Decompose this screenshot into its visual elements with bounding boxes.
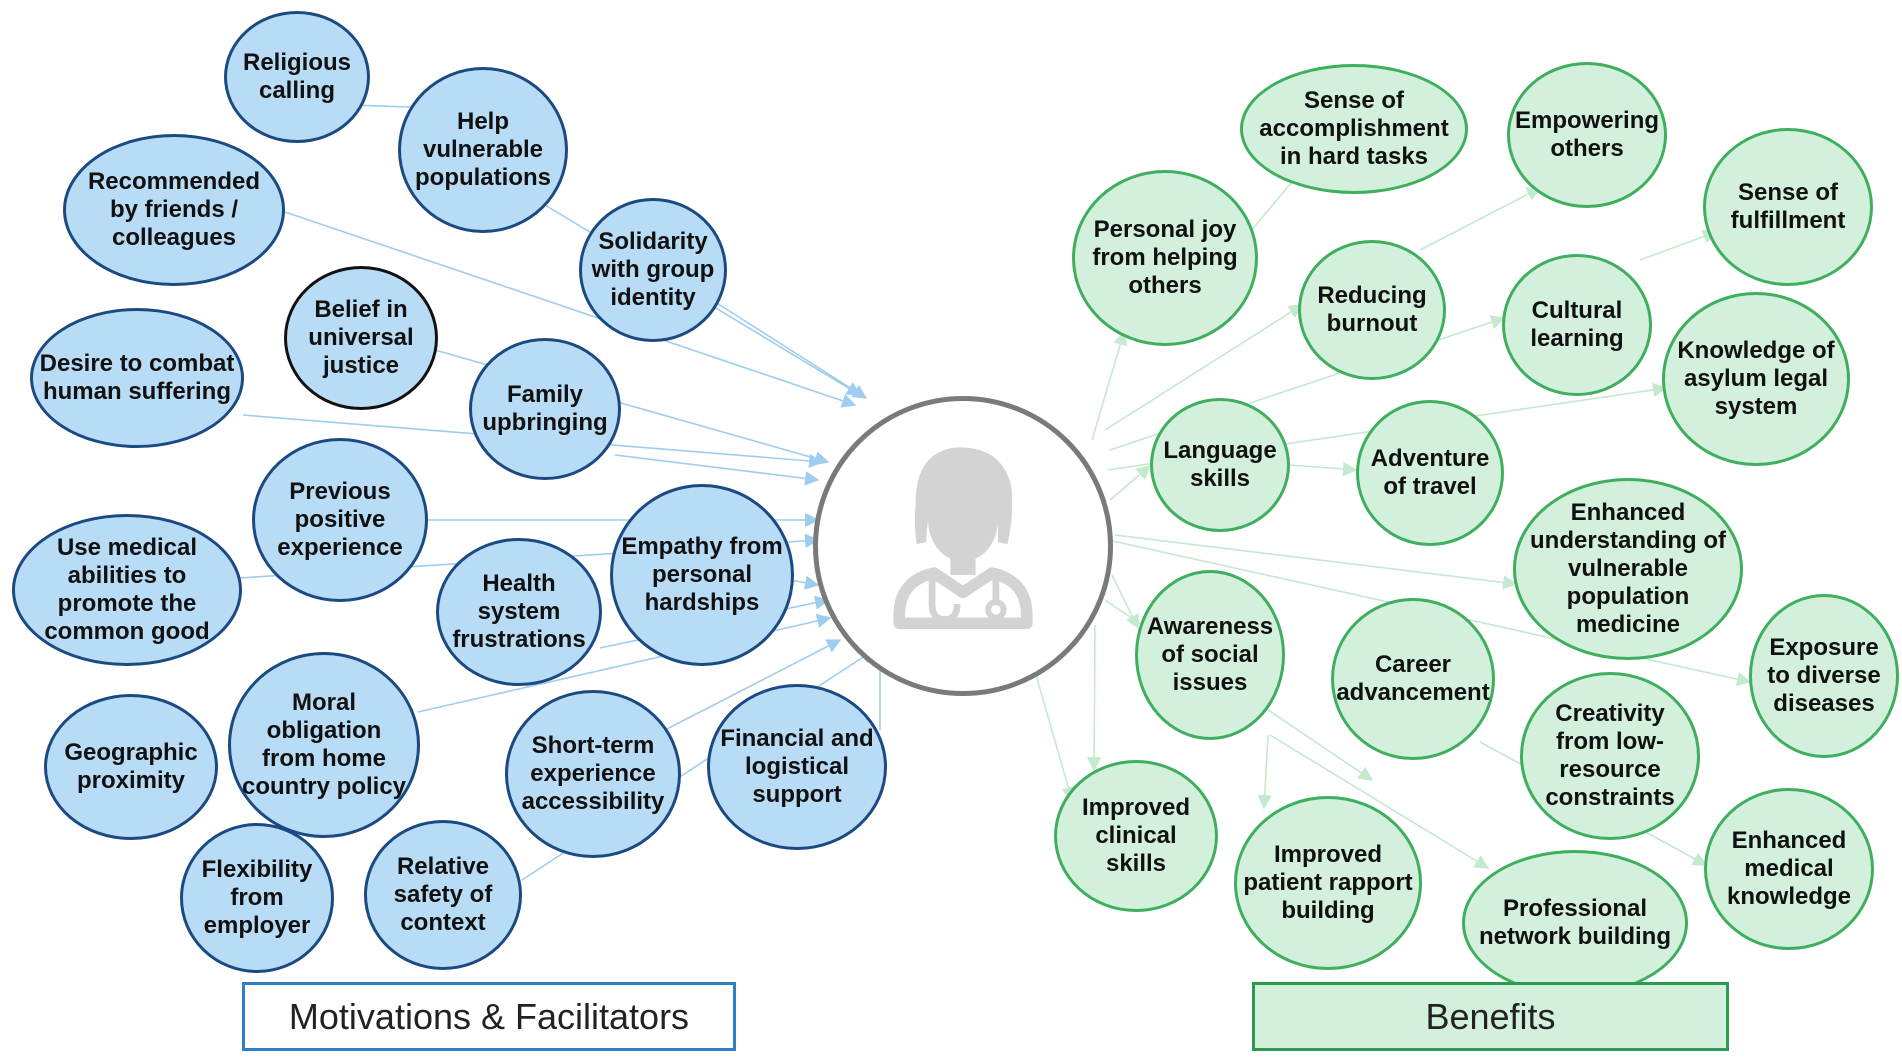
- bubble-financial-and-logistical-support: Financial and logistical support: [707, 684, 887, 850]
- bubble-label: Religious calling: [242, 49, 351, 104]
- bubble-label: Cultural learning: [1530, 297, 1624, 352]
- bubble-label: Recommended by friends / colleagues: [87, 168, 261, 251]
- bubble-label: Reducing burnout: [1317, 282, 1427, 337]
- motivation-connector: [284, 211, 857, 408]
- bubble-creativity-from-low-resource-constraints: Creativity from low-resource constraints: [1520, 672, 1700, 840]
- bubble-belief-in-universal-justice: Belief in universal justice: [284, 266, 438, 410]
- benefit-connector: [1639, 229, 1718, 261]
- bubble-label: Creativity from low-resource constraints: [1545, 700, 1675, 811]
- bubble-label: Relative safety of context: [393, 853, 493, 936]
- center-circle: [813, 396, 1113, 696]
- benefit-connector: [1114, 534, 1518, 590]
- bubble-label: Moral obligation from home country polic…: [241, 689, 407, 800]
- category-label: Motivations & Facilitators: [288, 995, 690, 1037]
- motivation-connector: [789, 575, 820, 590]
- bubble-sense-of-fulfillment: Sense of fulfillment: [1703, 128, 1873, 286]
- bubble-label: Exposure to diverse diseases: [1767, 634, 1881, 717]
- bubble-label: Awareness of social issues: [1146, 613, 1274, 696]
- bubble-label: Previous positive experience: [277, 478, 403, 561]
- bubble-label: Improved clinical skills: [1081, 794, 1191, 877]
- bubble-label: Knowledge of asylum legal system: [1677, 337, 1835, 420]
- bubble-reducing-burnout: Reducing burnout: [1298, 240, 1446, 380]
- bubble-enhanced-understanding: Enhanced understanding of vulnerable pop…: [1513, 478, 1743, 660]
- benefit-connector: [1109, 465, 1152, 501]
- bubble-label: Family upbringing: [482, 381, 608, 436]
- bubble-professional-network-building: Professional network building: [1462, 850, 1688, 996]
- bubble-moral-obligation: Moral obligation from home country polic…: [228, 652, 420, 838]
- motivation-connector: [711, 299, 868, 399]
- bubble-sense-of-accomplishment: Sense of accomplishment in hard tasks: [1240, 64, 1468, 194]
- bubble-label: Personal joy from helping others: [1092, 216, 1238, 299]
- bubble-desire-to-combat-human-suffering: Desire to combat human suffering: [30, 308, 244, 448]
- bubble-recommended-by-friends: Recommended by friends / colleagues: [63, 134, 285, 286]
- bubble-awareness-of-social-issues: Awareness of social issues: [1135, 570, 1285, 740]
- bubble-short-term-experience-accessibility: Short-term experience accessibility: [505, 690, 681, 858]
- benefit-connector: [1257, 734, 1272, 810]
- bubble-label: Enhanced medical knowledge: [1726, 827, 1852, 910]
- bubble-label: Financial and logistical support: [720, 725, 874, 808]
- motivation-connector: [664, 639, 842, 731]
- bubble-enhanced-medical-knowledge: Enhanced medical knowledge: [1704, 788, 1874, 950]
- benefit-connector: [1091, 330, 1128, 441]
- category-label: Benefits: [1425, 995, 1556, 1037]
- bubble-label: Short-term experience accessibility: [521, 732, 665, 815]
- bubble-knowledge-of-asylum-legal-system: Knowledge of asylum legal system: [1662, 292, 1850, 466]
- doctor-icon: [893, 447, 1033, 630]
- motivation-connector: [614, 454, 820, 486]
- bubble-label: Belief in universal justice: [308, 296, 414, 379]
- category-benefits: Benefits: [1252, 982, 1729, 1051]
- bubble-label: Desire to combat human suffering: [39, 350, 235, 405]
- bubble-label: Health system frustrations: [452, 570, 586, 653]
- bubble-relative-safety-of-context: Relative safety of context: [364, 820, 522, 970]
- bubble-help-vulnerable-populations: Help vulnerable populations: [398, 67, 568, 233]
- benefit-connector: [1104, 304, 1304, 431]
- bubble-career-advancement: Career advancement: [1331, 598, 1495, 760]
- bubble-empathy-from-personal-hardships: Empathy from personal hardships: [610, 484, 794, 666]
- bubble-previous-positive-experience: Previous positive experience: [252, 438, 428, 602]
- bubble-use-medical-abilities: Use medical abilities to promote the com…: [12, 514, 242, 666]
- bubble-geographic-proximity: Geographic proximity: [44, 694, 218, 840]
- bubble-label: Empathy from personal hardships: [621, 533, 783, 616]
- bubble-adventure-of-travel: Adventure of travel: [1356, 400, 1504, 546]
- bubble-exposure-to-diverse-diseases: Exposure to diverse diseases: [1749, 594, 1899, 758]
- benefit-connector: [1289, 461, 1358, 477]
- bubble-improved-clinical-skills: Improved clinical skills: [1054, 760, 1218, 912]
- bubble-label: Career advancement: [1336, 651, 1490, 706]
- bubble-personal-joy: Personal joy from helping others: [1072, 170, 1258, 346]
- bubble-flexibility-from-employer: Flexibility from employer: [180, 823, 334, 973]
- bubble-label: Professional network building: [1479, 895, 1671, 950]
- benefit-connector: [1033, 667, 1076, 802]
- bubble-label: Solidarity with group identity: [591, 228, 715, 311]
- bubble-label: Use medical abilities to promote the com…: [44, 534, 210, 645]
- bubble-improved-patient-rapport-building: Improved patient rapport building: [1234, 796, 1422, 970]
- bubble-solidarity-with-group-identity: Solidarity with group identity: [579, 198, 727, 342]
- bubble-cultural-learning: Cultural learning: [1502, 254, 1652, 396]
- bubble-label: Geographic proximity: [64, 739, 198, 794]
- bubble-label: Sense of fulfillment: [1730, 179, 1846, 234]
- bubble-label: Language skills: [1163, 437, 1277, 492]
- bubble-label: Enhanced understanding of vulnerable pop…: [1530, 499, 1726, 638]
- category-motivations: Motivations & Facilitators: [242, 982, 736, 1051]
- bubble-label: Improved patient rapport building: [1243, 841, 1413, 924]
- bubble-label: Flexibility from employer: [201, 856, 313, 939]
- benefit-connector: [1269, 734, 1490, 869]
- bubble-empowering-others: Empowering others: [1507, 62, 1667, 208]
- bubble-family-upbringing: Family upbringing: [469, 338, 621, 480]
- bubble-language-skills: Language skills: [1150, 398, 1290, 532]
- benefit-connector: [1086, 624, 1102, 772]
- bubble-religious-calling: Religious calling: [224, 11, 370, 143]
- bubble-label: Empowering others: [1515, 107, 1660, 162]
- benefit-connector: [1419, 187, 1542, 251]
- bubble-label: Adventure of travel: [1370, 445, 1490, 500]
- bubble-label: Sense of accomplishment in hard tasks: [1259, 87, 1449, 170]
- bubble-label: Help vulnerable populations: [415, 108, 551, 191]
- bubble-health-system-frustrations: Health system frustrations: [436, 538, 602, 686]
